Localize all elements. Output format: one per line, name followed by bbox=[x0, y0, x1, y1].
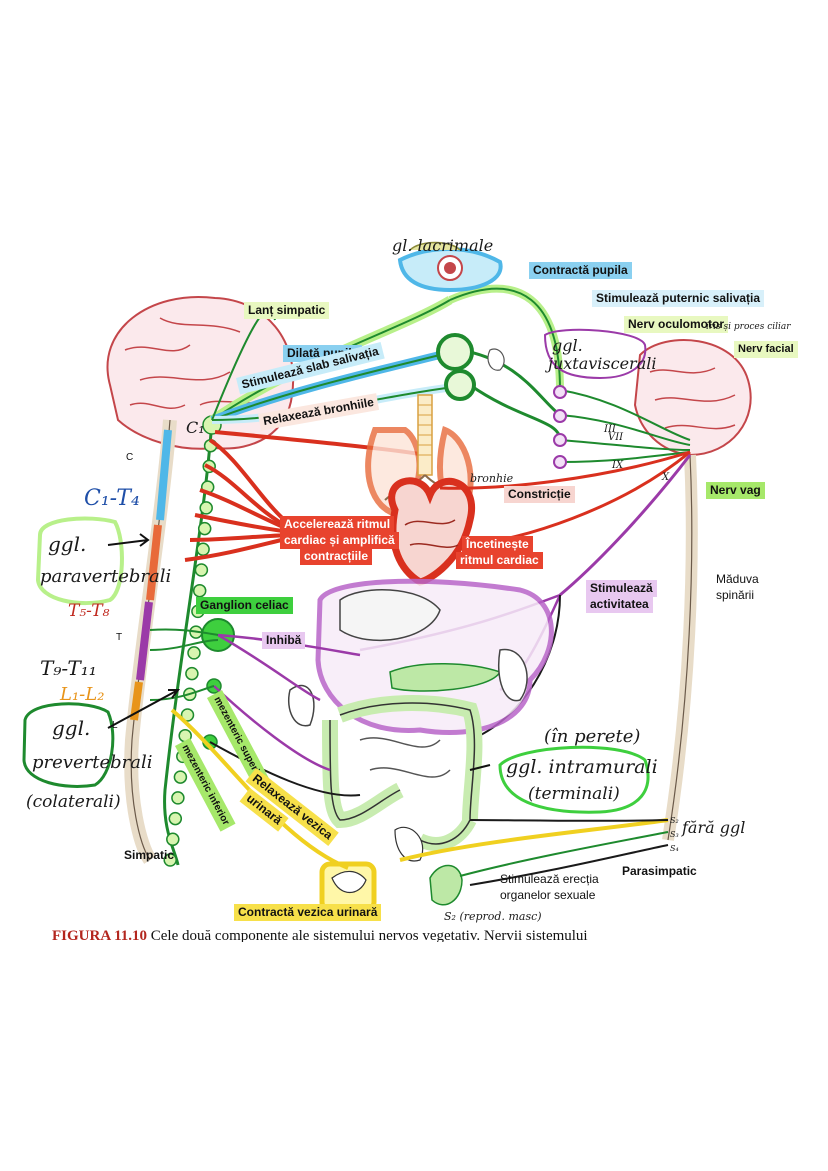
hand-ggl-intra-2: (terminali) bbox=[528, 784, 620, 804]
label-accelereaza-1: Accelerează ritmul bbox=[280, 516, 395, 533]
juxtavisceral-ganglia bbox=[553, 385, 567, 469]
hand-ggl-prev-1: ggl. bbox=[52, 716, 91, 740]
chain-ganglion bbox=[168, 811, 183, 826]
label-constrictie: Constricție bbox=[504, 486, 575, 503]
caption-text: Cele două componente ale sistemului nerv… bbox=[150, 928, 588, 942]
abdominal-organs bbox=[288, 578, 554, 736]
label-lant-simpatic: Lanț simpatic bbox=[244, 302, 330, 319]
annotation-bubbles bbox=[22, 328, 650, 814]
pointer-arrows bbox=[107, 533, 491, 771]
hand-s2-note: S₂ (reprod. masc) bbox=[444, 910, 542, 923]
label-contracta-pupila: Contractă pupila bbox=[529, 262, 632, 279]
chain-ganglion bbox=[173, 770, 188, 784]
label-accelereaza-2: cardiac și amplifică bbox=[280, 532, 399, 549]
hand-ggl-intra-1: ggl. intramurali bbox=[506, 756, 658, 778]
intestines bbox=[322, 695, 483, 851]
hand-ggl-para-1: ggl. bbox=[48, 532, 87, 556]
chain-ganglion bbox=[194, 563, 209, 577]
chain-ganglion bbox=[196, 542, 210, 557]
hand-ggl-prev-3: (colaterali) bbox=[26, 792, 121, 812]
label-contracta-vezica: Contractă vezica urinară bbox=[234, 904, 382, 921]
hand-nerve-iii: III bbox=[604, 424, 616, 435]
hand-in-perete: (în perete) bbox=[544, 726, 641, 747]
parasympathetic-cranial-fibers bbox=[448, 284, 691, 463]
label-vertebral-l: L bbox=[112, 720, 118, 731]
salivary-glands bbox=[436, 333, 505, 401]
label-simpatic: Simpatic bbox=[124, 848, 175, 862]
chain-ganglion bbox=[197, 521, 212, 536]
hand-juxta-1: ggl. bbox=[552, 336, 583, 355]
hand-nerve-x: X bbox=[662, 472, 670, 483]
label-stimuleaza-erectia-1: Stimulează erecția bbox=[500, 872, 599, 886]
label-stimuleaza-erectia-2: organelor sexuale bbox=[500, 888, 596, 902]
sympathetic-spinal-cord bbox=[124, 419, 177, 864]
label-incetineste-2: ritmul cardiac bbox=[456, 552, 543, 569]
hand-sacral-s3: S₃ bbox=[670, 830, 679, 839]
label-nerv-vag: Nerv vag bbox=[706, 482, 765, 499]
hand-t9-t11: T₉-T₁₁ bbox=[40, 656, 97, 680]
hand-c1: C₁ bbox=[186, 418, 205, 437]
label-incetineste-1: Încetinește bbox=[462, 536, 533, 553]
label-maduva-2: spinării bbox=[716, 588, 755, 602]
label-nerv-oculomotor: Nerv oculomotor bbox=[624, 316, 729, 333]
chain-ganglion bbox=[166, 832, 180, 847]
chain-ganglion bbox=[187, 646, 201, 660]
parasympathetic-spinal-cord bbox=[662, 454, 698, 841]
reproductive-organs bbox=[394, 826, 463, 906]
hand-fara-ggl: fără ggl bbox=[682, 818, 746, 837]
hand-sacral-s2: S₂ bbox=[670, 816, 679, 825]
hand-t5-t8: T₅-T₈ bbox=[68, 601, 110, 621]
hand-juxta-2: juxtaviscerali bbox=[548, 354, 657, 373]
chain-ganglion bbox=[163, 853, 177, 867]
chain-ganglion bbox=[192, 583, 207, 598]
hand-c1-t4: C₁-T₄ bbox=[84, 486, 140, 511]
hand-l1-l2: L₁-L₂ bbox=[60, 684, 105, 705]
figure-caption: FIGURA 11.10 Cele două componente ale si… bbox=[52, 928, 588, 942]
label-stimuleaza-puternic: Stimulează puternic salivația bbox=[592, 290, 765, 307]
right-brain bbox=[633, 339, 752, 457]
label-ganglion-celiac: Ganglion celiac bbox=[196, 597, 293, 614]
label-accelereaza-3: contracțiile bbox=[300, 548, 373, 565]
hand-ggl-para-2: paravertebrali bbox=[40, 566, 172, 587]
hand-iris-note: iris și proces ciliar bbox=[706, 322, 791, 332]
caption-figure-number: FIGURA 11.10 bbox=[52, 928, 148, 942]
hand-ggl-prev-2: prevertebrali bbox=[32, 752, 153, 773]
eye bbox=[397, 241, 503, 293]
label-maduva-1: Măduva bbox=[716, 572, 759, 586]
hand-gl-lacrimale: gl. lacrimale bbox=[392, 236, 494, 255]
chain-ganglion bbox=[185, 666, 199, 681]
label-nerv-facial: Nerv facial bbox=[734, 341, 798, 358]
hand-sacral-s4: S₄ bbox=[670, 844, 679, 853]
label-vertebral-t: T bbox=[116, 632, 123, 643]
label-stimuleaza-activitatea-1: Stimulează bbox=[586, 580, 657, 597]
hand-nerve-vii: VII bbox=[608, 432, 624, 443]
hand-bronhii: bronhie bbox=[470, 472, 514, 485]
chain-ganglion bbox=[171, 791, 185, 805]
label-parasimpatic: Parasimpatic bbox=[622, 864, 697, 878]
chain-ganglion bbox=[199, 501, 213, 515]
hand-nerve-ix: IX bbox=[612, 460, 624, 471]
chain-ganglion bbox=[180, 708, 195, 722]
heart bbox=[388, 477, 476, 586]
label-inhiba: Inhibă bbox=[262, 632, 306, 649]
label-vertebral-c: C bbox=[126, 452, 134, 463]
label-stimuleaza-activitatea-2: activitatea bbox=[586, 596, 653, 613]
